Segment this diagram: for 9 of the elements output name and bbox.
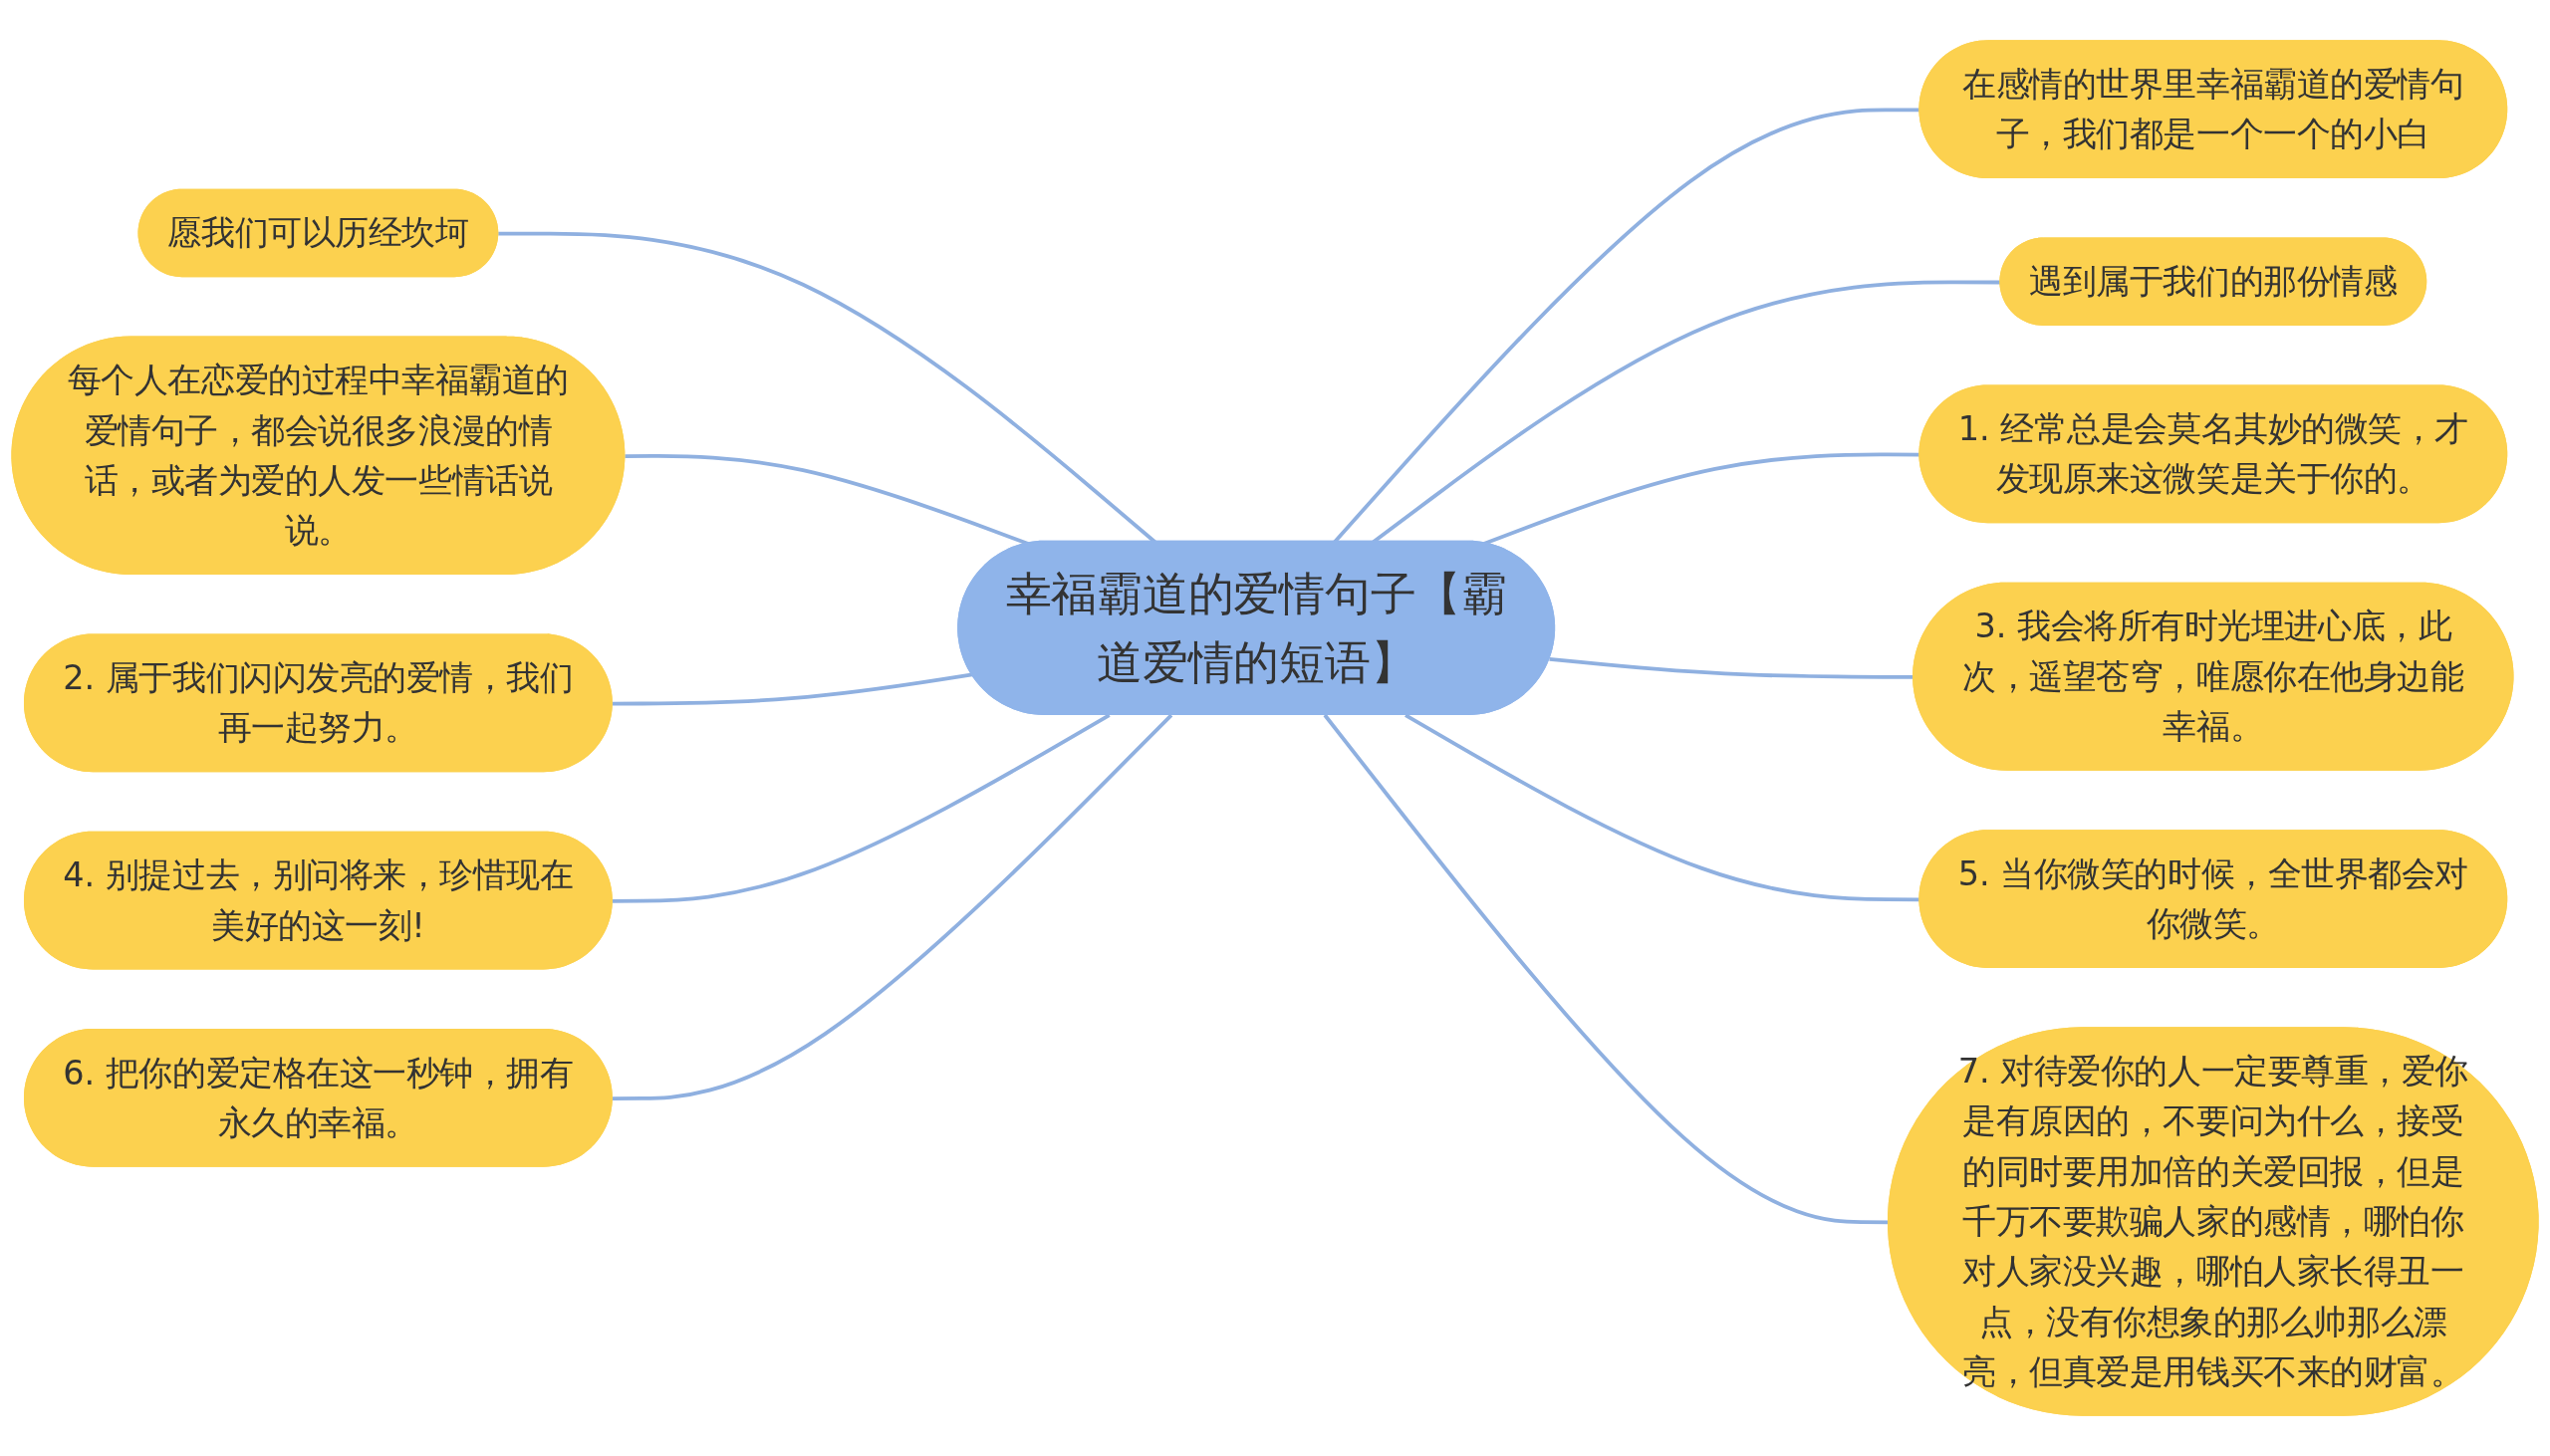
connector [1372, 280, 2001, 544]
connector [612, 672, 973, 706]
connector [612, 713, 1111, 903]
connector [1333, 108, 1920, 544]
connector [612, 713, 1173, 1100]
connector [1404, 713, 1920, 902]
connector [625, 454, 1029, 546]
connector [1483, 452, 1920, 546]
connector [498, 231, 1156, 544]
